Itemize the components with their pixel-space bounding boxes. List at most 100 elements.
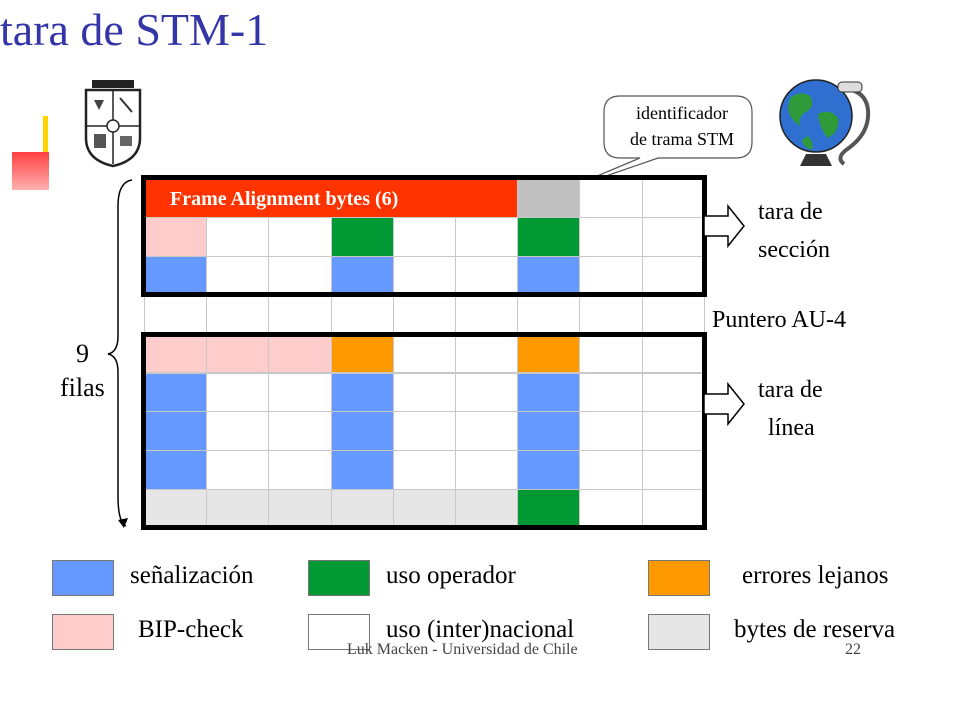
pointer-label: Puntero AU-4	[712, 307, 846, 333]
signaling-byte	[330, 372, 394, 413]
reserved-byte	[455, 489, 519, 530]
national-use-byte	[579, 450, 643, 491]
legend-label-senalizacion: señalización	[130, 562, 254, 589]
national-use-byte	[392, 372, 456, 413]
line-overhead-label-2: línea	[768, 415, 815, 441]
national-use-byte	[455, 450, 519, 491]
section-overhead-label-1: tara de	[758, 199, 823, 225]
signaling-byte	[330, 411, 394, 452]
signaling-byte	[517, 411, 581, 452]
far-end-error-byte	[517, 333, 581, 374]
bip-check-byte	[144, 333, 208, 374]
operator-use-byte	[517, 489, 581, 530]
national-use-byte	[268, 411, 332, 452]
operator-use-byte	[330, 216, 394, 257]
frame-alignment-byte	[392, 178, 456, 218]
national-use-byte	[392, 294, 456, 335]
national-use-byte	[268, 216, 332, 257]
national-use-byte	[268, 294, 332, 335]
national-use-byte	[579, 178, 643, 218]
far-end-error-byte	[330, 333, 394, 374]
section-overhead-label-2: sección	[758, 237, 830, 263]
national-use-byte	[268, 255, 332, 296]
legend-swatch-uso-operador	[308, 560, 370, 596]
national-use-byte	[392, 333, 456, 374]
national-use-byte	[641, 489, 705, 530]
rows-word-label: filas	[60, 373, 105, 402]
national-use-byte	[455, 411, 519, 452]
signaling-byte	[330, 255, 394, 296]
rows-brace	[107, 179, 133, 528]
national-use-byte	[455, 294, 519, 335]
national-use-byte	[455, 255, 519, 296]
national-use-byte	[330, 294, 394, 335]
frame-alignment-byte	[268, 178, 332, 218]
signaling-byte	[144, 411, 208, 452]
slide-footer: Luk Macken - Universidad de Chile	[347, 641, 578, 658]
line-overhead-label-1: tara de	[758, 377, 823, 403]
slide-title: tara de STM-1	[0, 4, 269, 55]
national-use-byte	[641, 411, 705, 452]
frame-alignment-byte	[206, 178, 270, 218]
legend-swatch-uso-internacional	[308, 614, 370, 650]
national-use-byte	[206, 294, 270, 335]
bip-check-byte	[268, 333, 332, 374]
national-use-byte	[579, 411, 643, 452]
line-arrow-icon	[703, 381, 745, 427]
reserved-byte	[330, 489, 394, 530]
callout-line-1: identificador	[636, 103, 728, 123]
national-use-byte	[206, 411, 270, 452]
national-use-byte	[206, 372, 270, 413]
signaling-byte	[144, 372, 208, 413]
page-number: 22	[845, 641, 861, 658]
bip-check-byte	[206, 333, 270, 374]
national-use-byte	[641, 178, 705, 218]
national-use-byte	[579, 216, 643, 257]
university-seal-icon	[84, 80, 142, 168]
national-use-byte	[579, 255, 643, 296]
decorative-accent-yellow	[43, 116, 48, 152]
section-arrow-icon	[703, 203, 745, 249]
national-use-byte	[392, 450, 456, 491]
national-use-byte	[579, 489, 643, 530]
national-use-byte	[641, 450, 705, 491]
national-use-byte	[641, 255, 705, 296]
national-use-byte	[268, 372, 332, 413]
legend-label-uso-operador: uso operador	[386, 562, 516, 589]
legend-label-errores-lejanos: errores lejanos	[742, 562, 889, 589]
national-use-byte	[206, 216, 270, 257]
national-use-byte	[455, 216, 519, 257]
legend-label-bip-check: BIP-check	[138, 616, 244, 643]
bip-check-byte	[144, 216, 208, 257]
legend-swatch-senalizacion	[52, 560, 114, 596]
reserved-byte	[392, 489, 456, 530]
operator-use-byte	[517, 216, 581, 257]
signaling-byte	[517, 255, 581, 296]
national-use-byte	[517, 294, 581, 335]
reserved-byte	[206, 489, 270, 530]
frame-identifier-byte	[517, 178, 581, 218]
national-use-byte	[206, 255, 270, 296]
national-use-byte	[641, 294, 705, 335]
globe-telephone-icon	[779, 79, 871, 166]
signaling-byte	[517, 450, 581, 491]
national-use-byte	[144, 294, 208, 335]
rows-count-label: 9	[76, 339, 89, 368]
national-use-byte	[392, 216, 456, 257]
national-use-byte	[455, 333, 519, 374]
signaling-byte	[144, 255, 208, 296]
national-use-byte	[579, 294, 643, 335]
callout-text: identificador de trama STM	[612, 100, 752, 152]
signaling-byte	[144, 450, 208, 491]
callout-line-2: de trama STM	[630, 129, 734, 149]
national-use-byte	[455, 372, 519, 413]
frame-alignment-label: Frame Alignment bytes (6)	[170, 188, 399, 210]
reserved-byte	[144, 489, 208, 530]
national-use-byte	[641, 216, 705, 257]
signaling-byte	[517, 372, 581, 413]
legend-swatch-bip-check	[52, 614, 114, 650]
decorative-accent-red	[12, 152, 49, 190]
reserved-byte	[268, 489, 332, 530]
national-use-byte	[641, 372, 705, 413]
legend-label-bytes-reserva: bytes de reserva	[734, 616, 896, 643]
